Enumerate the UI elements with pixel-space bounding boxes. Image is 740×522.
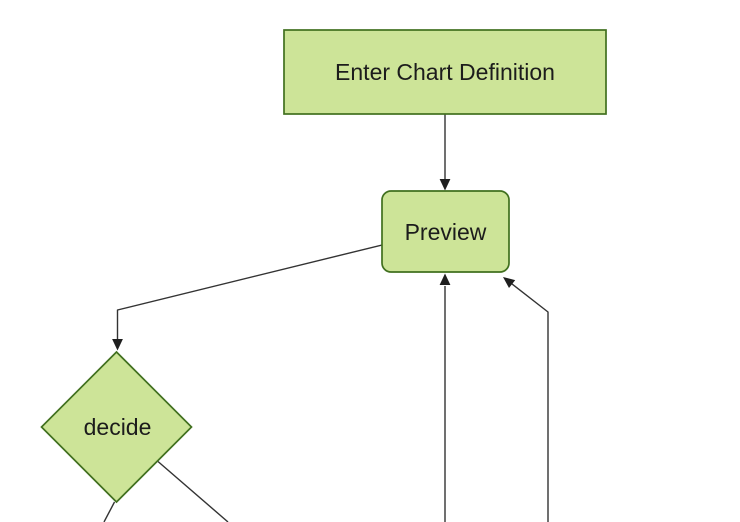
- node-decide-label: decide: [84, 414, 152, 440]
- node-decide: decide: [40, 350, 193, 504]
- node-preview: Preview: [381, 190, 510, 273]
- arrowhead-enter-to-preview-icon: [439, 179, 451, 191]
- arrowhead-offscreen-to-preview-corner-icon: [503, 277, 516, 288]
- node-preview-label: Preview: [405, 219, 487, 245]
- node-enter-chart-definition-label: Enter Chart Definition: [335, 59, 555, 85]
- arrowhead-offscreen-to-preview-center-icon: [439, 273, 451, 285]
- edge-decide-to-offscreen-bottom: [103, 501, 116, 522]
- node-decide-shape: [40, 350, 193, 504]
- edge-offscreen-to-preview-corner: [511, 283, 549, 522]
- edge-preview-to-decide: [116, 244, 383, 340]
- node-enter-chart-definition-shape: [283, 29, 607, 115]
- arrowhead-preview-to-decide-icon: [112, 339, 123, 351]
- node-enter-chart-definition: Enter Chart Definition: [283, 29, 607, 115]
- node-preview-shape: [381, 190, 510, 273]
- edge-decide-to-offscreen-right: [157, 460, 229, 522]
